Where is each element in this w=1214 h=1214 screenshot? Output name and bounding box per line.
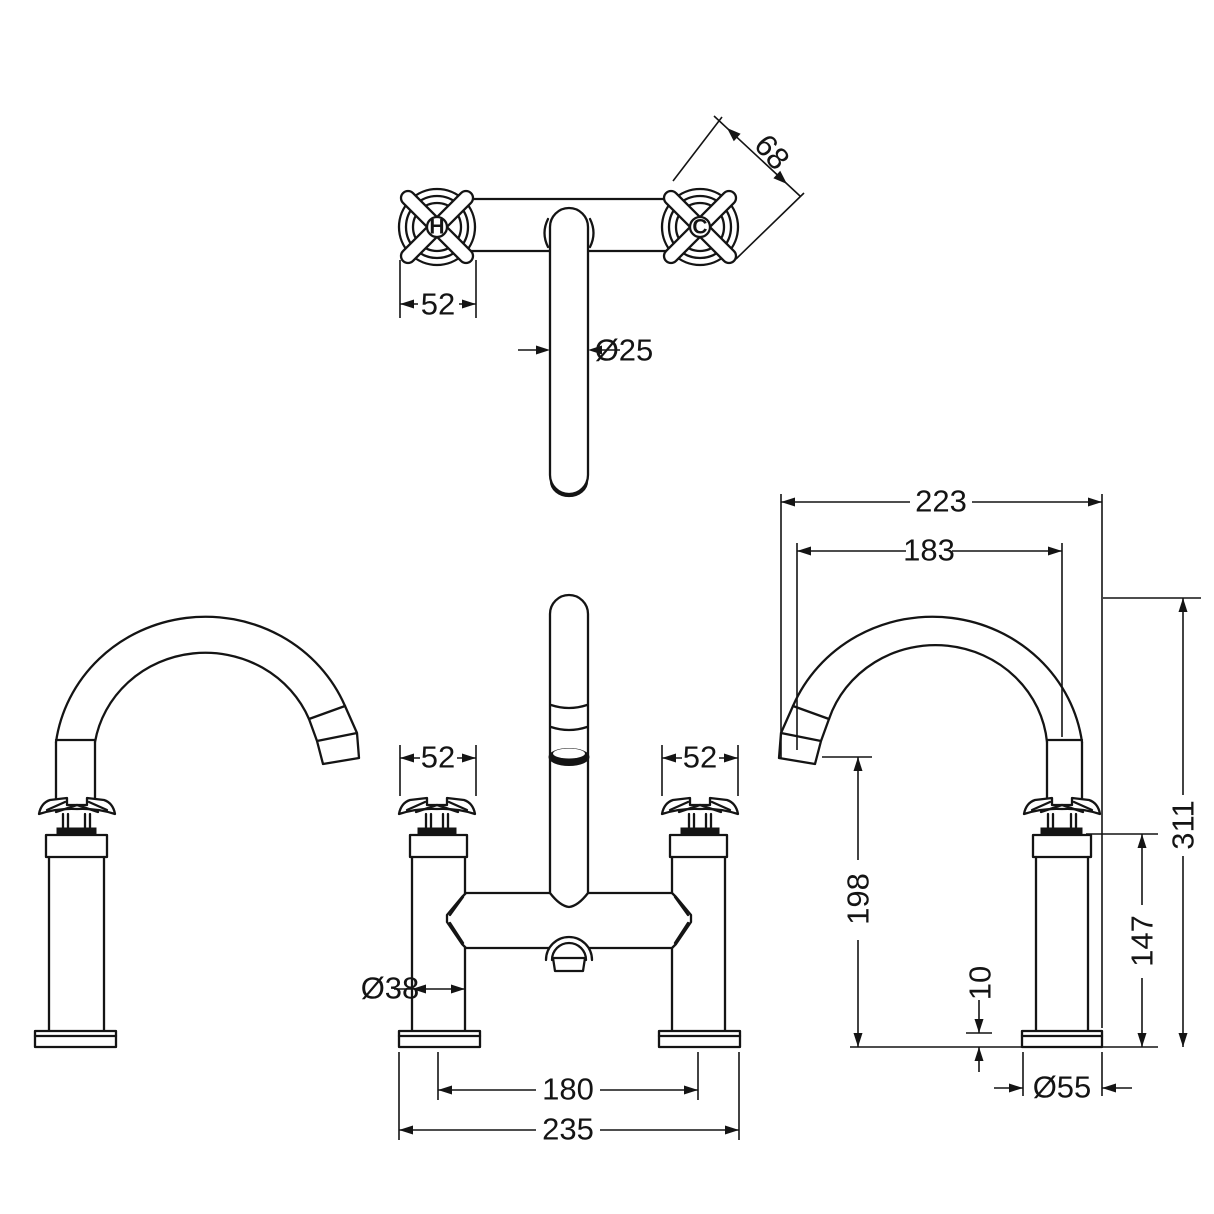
spout-outer-arc bbox=[54, 615, 347, 744]
dim-side-spout-height: 198 bbox=[822, 756, 876, 1047]
spout-outer-arc bbox=[791, 615, 1084, 744]
svg-text:52: 52 bbox=[421, 740, 455, 775]
hot-handle-stem bbox=[424, 812, 450, 830]
front-view: 52 52 Ø38 180 235 bbox=[361, 593, 742, 1147]
handle-side-profile bbox=[37, 796, 117, 816]
right-base-plate bbox=[657, 1029, 742, 1049]
dim-front-body-diameter: Ø38 bbox=[361, 971, 465, 1006]
left-base-plate bbox=[397, 1029, 482, 1049]
top-view: H C 52 Ø25 68 bbox=[396, 115, 805, 498]
dim-side-spout-projection: 183 bbox=[796, 533, 1063, 750]
base-plate bbox=[1020, 1029, 1104, 1049]
mixer-body-chamfers bbox=[448, 895, 690, 945]
dim-front-tap-centres: 180 bbox=[437, 1052, 699, 1107]
svg-text:52: 52 bbox=[683, 740, 717, 775]
spout-aerator-highlight bbox=[553, 748, 585, 759]
top-spout-tip-ring bbox=[554, 487, 584, 497]
svg-text:10: 10 bbox=[963, 966, 998, 1000]
dim-side-overall-height: 311 bbox=[1103, 597, 1201, 1047]
left-side-view bbox=[33, 615, 361, 1049]
svg-text:311: 311 bbox=[1166, 800, 1201, 849]
dim-top-spout-diameter: Ø25 bbox=[518, 333, 653, 368]
svg-text:223: 223 bbox=[915, 484, 967, 519]
hot-label: H bbox=[429, 216, 444, 239]
spout-inner-arc bbox=[93, 651, 311, 744]
handle-stem bbox=[1046, 812, 1078, 830]
dim-side-base-diameter: Ø55 bbox=[994, 1052, 1132, 1105]
cold-handle-stem bbox=[687, 812, 713, 830]
hot-handle-flange bbox=[417, 827, 457, 836]
svg-text:Ø55: Ø55 bbox=[1033, 1070, 1092, 1105]
top-spout-collar bbox=[543, 217, 595, 249]
svg-text:147: 147 bbox=[1125, 915, 1160, 967]
dim-front-overall-width: 235 bbox=[398, 1052, 740, 1147]
left-leg-cap bbox=[408, 833, 469, 859]
dim-side-overall-projection: 223 bbox=[780, 484, 1103, 1028]
top-spout-tube bbox=[548, 206, 590, 496]
riser-pipe bbox=[1045, 738, 1084, 801]
cold-handle-flange bbox=[680, 827, 720, 836]
hot-handle-front bbox=[397, 796, 477, 816]
dim-front-right-handle-width: 52 bbox=[661, 740, 739, 796]
dim-side-body-height: 147 bbox=[1086, 833, 1160, 1047]
svg-text:235: 235 bbox=[542, 1112, 594, 1147]
spout-tip bbox=[307, 704, 361, 766]
spout-joint-lines bbox=[549, 703, 589, 732]
base-plate bbox=[33, 1029, 118, 1049]
svg-text:68: 68 bbox=[747, 128, 796, 177]
dim-top-handle-width: 52 bbox=[399, 260, 477, 322]
svg-text:183: 183 bbox=[903, 533, 955, 568]
riser-pipe bbox=[54, 738, 97, 801]
svg-text:Ø38: Ø38 bbox=[361, 971, 420, 1006]
spout-tip bbox=[777, 704, 831, 766]
handle-stem bbox=[61, 812, 92, 830]
spout-outlet bbox=[544, 935, 594, 973]
dim-front-left-handle-width: 52 bbox=[399, 740, 477, 796]
svg-text:52: 52 bbox=[421, 287, 455, 322]
body-cap bbox=[1031, 833, 1093, 859]
body-column bbox=[47, 855, 106, 1033]
body-cap bbox=[44, 833, 109, 859]
right-side-view: 223 183 311 198 147 bbox=[777, 484, 1201, 1105]
svg-text:198: 198 bbox=[841, 873, 876, 925]
cold-handle-front bbox=[660, 796, 740, 816]
spout-inner-arc bbox=[827, 643, 1049, 744]
cold-label: C bbox=[692, 216, 707, 239]
dim-side-base-thickness: 10 bbox=[963, 966, 998, 1072]
right-leg-cap bbox=[668, 833, 729, 859]
svg-text:180: 180 bbox=[542, 1072, 594, 1107]
body-column bbox=[1034, 855, 1090, 1033]
handle-side-profile bbox=[1022, 796, 1102, 816]
svg-text:Ø25: Ø25 bbox=[595, 333, 654, 368]
